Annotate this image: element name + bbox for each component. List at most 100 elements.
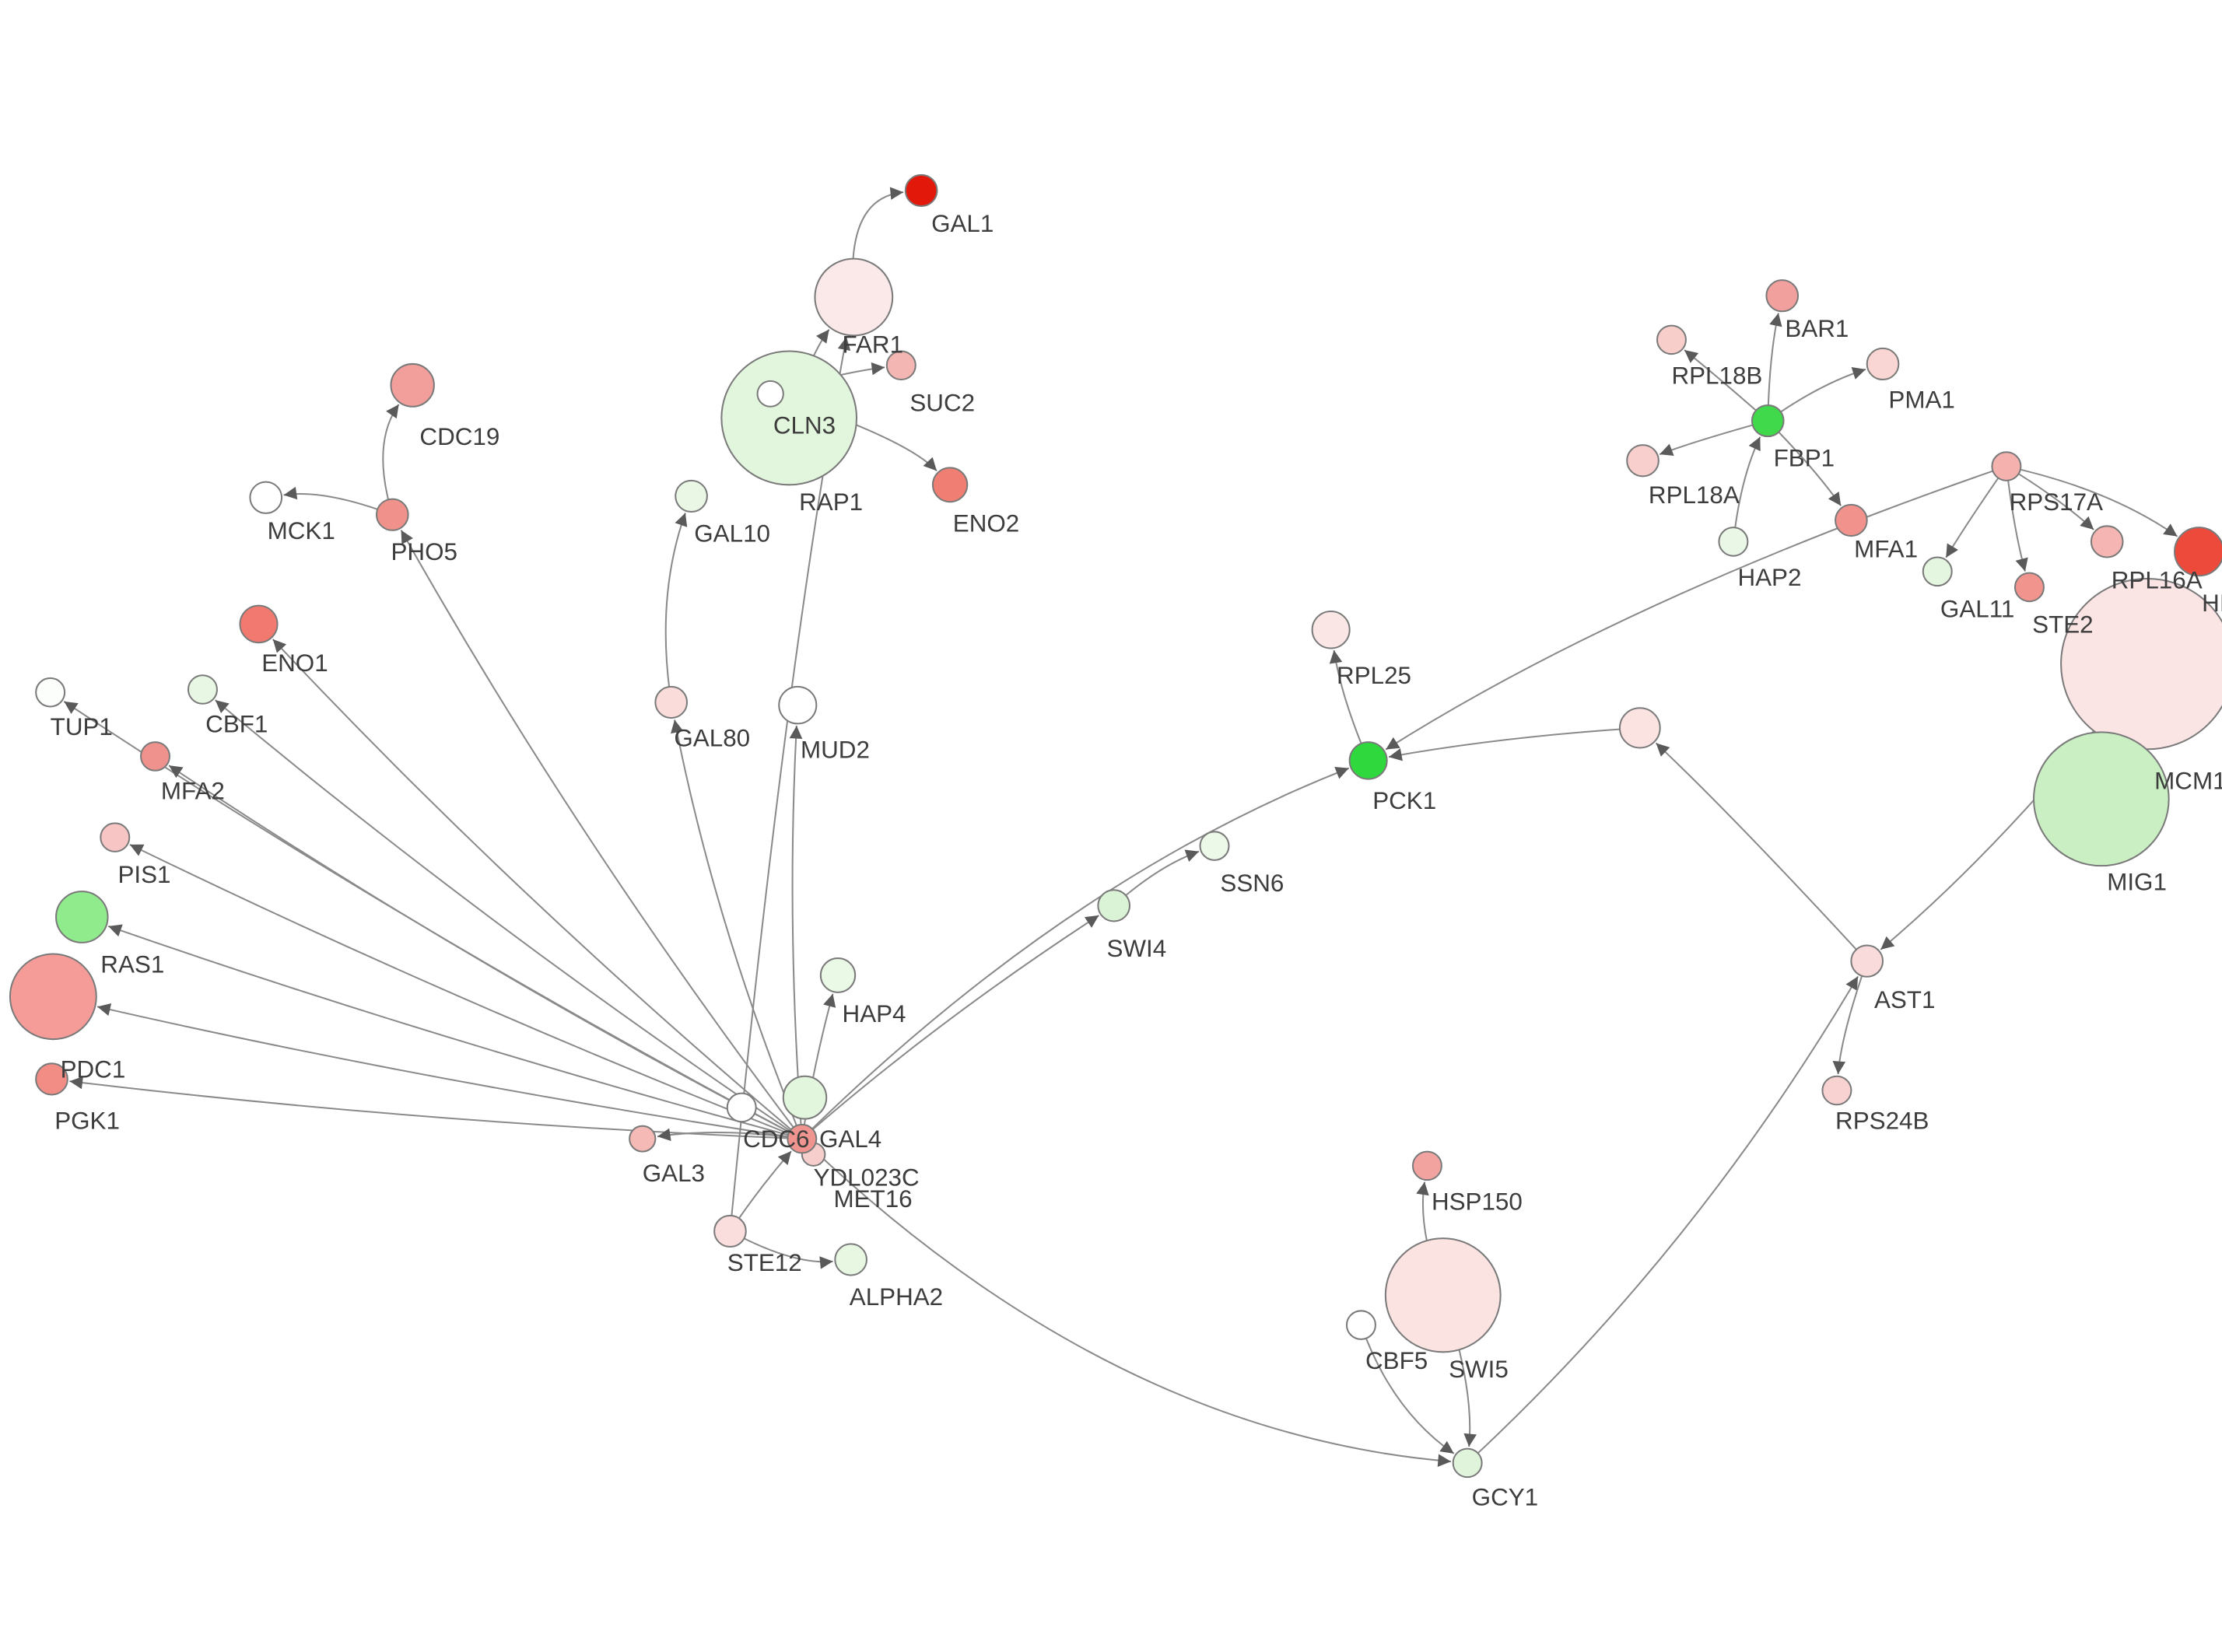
- node-BAR1[interactable]: [1765, 279, 1800, 313]
- node-ALPHA2[interactable]: [834, 1243, 867, 1276]
- node-CBF1[interactable]: [187, 674, 218, 705]
- edge-N1-PCK1[interactable]: [1388, 726, 1640, 758]
- edge-GAL4-PHO5[interactable]: [400, 530, 803, 1139]
- node-RPL18A[interactable]: [1626, 444, 1659, 478]
- label-ALPHA2: ALPHA2: [850, 1283, 943, 1311]
- node-STE2[interactable]: [2013, 572, 2045, 603]
- edge-AST1-RPS24B[interactable]: [1837, 961, 1868, 1075]
- node-HIS4[interactable]: [2174, 527, 2222, 577]
- node-CBF5[interactable]: [1345, 1310, 1376, 1340]
- node-TUP1[interactable]: [35, 677, 66, 708]
- node-PIS1[interactable]: [100, 822, 131, 852]
- node-RAS1[interactable]: [55, 891, 109, 943]
- node-ENO2[interactable]: [931, 467, 969, 503]
- node-MCK1[interactable]: [249, 481, 283, 514]
- edge-GAL80-GAL10[interactable]: [664, 513, 686, 703]
- label-layer: MCM1MIG1CLN3RAP1FAR1GAL1SUC2ENO2GAL10CDC…: [51, 210, 2222, 1511]
- node-PCK1[interactable]: [1348, 741, 1388, 780]
- node-SSN6[interactable]: [1199, 831, 1230, 861]
- node-PMA1[interactable]: [1866, 347, 1900, 381]
- node-RPL18B[interactable]: [1656, 324, 1687, 355]
- node-AST1[interactable]: [1850, 944, 1884, 978]
- node-GAL4[interactable]: [787, 1123, 818, 1154]
- edge-FBP1-RPL18A[interactable]: [1659, 420, 1768, 456]
- edge-RPS17A-GAL11[interactable]: [1945, 465, 2007, 558]
- edge-GAL4-MFA2[interactable]: [168, 765, 803, 1140]
- node-RPS24B[interactable]: [1821, 1075, 1852, 1106]
- arrowhead-CLN3-FAR1: [816, 329, 829, 344]
- node-SUC2[interactable]: [885, 350, 916, 381]
- node-FBP1[interactable]: [1751, 404, 1785, 438]
- label-GAL11: GAL11: [1940, 595, 2014, 622]
- edge-GAL4-PCK1[interactable]: [801, 767, 1350, 1139]
- label-STE12: STE12: [727, 1249, 802, 1276]
- node-YDL023C[interactable]: [782, 1075, 828, 1120]
- label-HSP150: HSP150: [1432, 1188, 1523, 1216]
- arrowhead-GAL4-PCK1: [1334, 767, 1349, 779]
- label-PGK1: PGK1: [54, 1107, 120, 1134]
- node-CDC6[interactable]: [726, 1092, 757, 1123]
- arrowhead-SWI5-GCY1: [1463, 1433, 1477, 1447]
- node-RAP1[interactable]: [756, 380, 784, 408]
- edge-GAL4-GAL3[interactable]: [657, 1132, 802, 1140]
- label-HAP2: HAP2: [1737, 564, 1801, 591]
- arrowhead-STE12-FAR1: [837, 337, 851, 351]
- arrowhead-RAP1-SUC2: [871, 362, 885, 376]
- label-MUD2: MUD2: [801, 736, 870, 763]
- node-unlabeled[interactable]: [1618, 707, 1661, 749]
- node-ENO1[interactable]: [239, 604, 279, 644]
- node-CDC19[interactable]: [390, 362, 435, 408]
- arrowhead-GAL4-GAL80: [671, 719, 684, 734]
- node-FAR1[interactable]: [814, 257, 894, 337]
- edge-GAL4-RAS1[interactable]: [107, 925, 803, 1140]
- edge-RPS17A-PCK1[interactable]: [1385, 465, 2007, 751]
- label-CBF1: CBF1: [205, 711, 268, 738]
- node-PDC1[interactable]: [9, 953, 97, 1041]
- edge-AST1-N1[interactable]: [1655, 742, 1868, 962]
- node-RPL16A[interactable]: [2090, 525, 2124, 558]
- node-MIG1[interactable]: [2032, 731, 2170, 867]
- edge-GAL4-GCY1[interactable]: [801, 1138, 1452, 1463]
- edge-GAL4-HAP4[interactable]: [801, 993, 834, 1139]
- edge-GAL4-CBF1[interactable]: [215, 699, 803, 1139]
- node-HAP2[interactable]: [1718, 527, 1749, 557]
- node-GCY1[interactable]: [1452, 1447, 1483, 1479]
- node-CLN3[interactable]: [720, 350, 858, 486]
- node-RPS17A[interactable]: [1991, 451, 2022, 481]
- edge-GAL4-ENO1[interactable]: [272, 639, 803, 1139]
- edge-CBF5-GCY1[interactable]: [1360, 1325, 1455, 1454]
- node-HSP150[interactable]: [1411, 1150, 1442, 1181]
- node-HAP4[interactable]: [819, 957, 857, 993]
- label-GAL10: GAL10: [694, 520, 770, 548]
- node-RPL25[interactable]: [1311, 610, 1351, 649]
- node-PGK1[interactable]: [35, 1062, 68, 1096]
- node-PHO5[interactable]: [375, 498, 409, 531]
- node-SWI5[interactable]: [1384, 1237, 1502, 1353]
- edge-GAL4-SWI4[interactable]: [801, 915, 1099, 1139]
- node-GAL10[interactable]: [675, 479, 708, 513]
- node-GAL1[interactable]: [904, 173, 938, 208]
- label-RPS17A: RPS17A: [2010, 488, 2104, 516]
- node-GAL80[interactable]: [654, 685, 689, 719]
- edge-RPS17A-HIS4[interactable]: [2006, 465, 2178, 537]
- label-FAR1: FAR1: [843, 331, 903, 358]
- edge-GAL4-PDC1[interactable]: [96, 1006, 802, 1140]
- edge-GAL4-PGK1[interactable]: [69, 1080, 802, 1140]
- node-MFA2[interactable]: [140, 741, 171, 772]
- node-GAL3[interactable]: [629, 1125, 657, 1153]
- edge-GAL4-PIS1[interactable]: [129, 843, 803, 1140]
- node-MFA1[interactable]: [1835, 503, 1868, 537]
- node-STE12[interactable]: [713, 1214, 747, 1248]
- edge-GAL4-GAL80[interactable]: [674, 719, 803, 1139]
- edge-RPS17A-STE2[interactable]: [2005, 466, 2026, 572]
- node-SWI4[interactable]: [1097, 889, 1131, 922]
- edge-FBP1-PMA1[interactable]: [1767, 368, 1866, 422]
- node-GAL11[interactable]: [1922, 556, 1953, 587]
- edge-PHO5-CDC19[interactable]: [382, 404, 400, 515]
- edge-GCY1-AST1[interactable]: [1467, 975, 1859, 1464]
- edge-PHO5-MCK1[interactable]: [283, 493, 393, 516]
- node-MUD2[interactable]: [778, 685, 818, 725]
- node-MCM1[interactable]: [2060, 577, 2222, 751]
